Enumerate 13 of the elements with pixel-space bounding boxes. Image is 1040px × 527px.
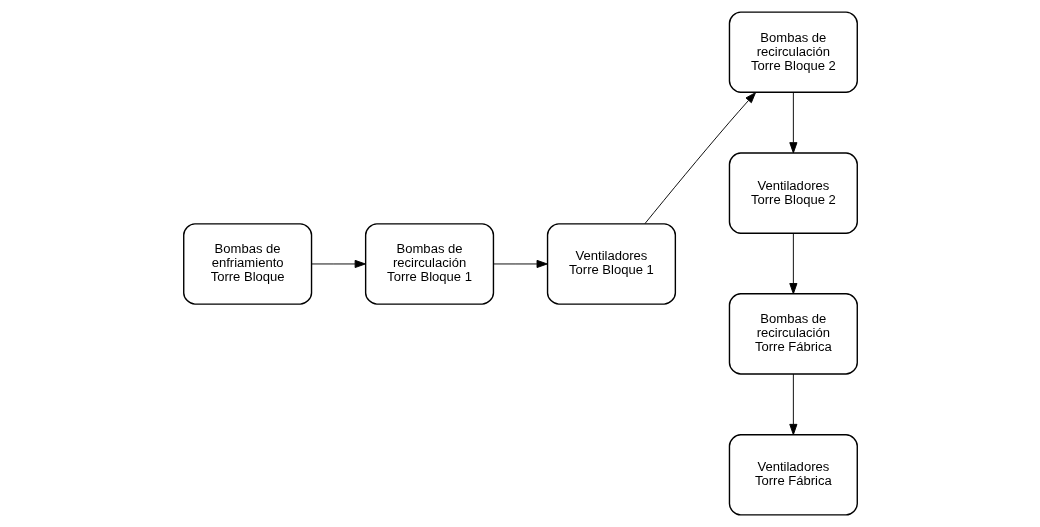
- arrow: [788, 232, 797, 295]
- node-box: Ventiladores Torre Bloque 2: [728, 152, 858, 234]
- node-box: Ventiladores Torre Fábrica: [728, 434, 858, 516]
- node-box: Bombas de recirculación Torre Bloque 1: [364, 223, 494, 305]
- node-box: Ventiladores Torre Bloque 1: [546, 223, 676, 305]
- node-box: Bombas de recirculación Torre Fábrica: [728, 293, 858, 375]
- arrow: [492, 259, 548, 269]
- arrow: [788, 373, 797, 436]
- arrow: [310, 259, 366, 269]
- node-box: Bombas de recirculación Torre Bloque 2: [728, 11, 858, 93]
- arrow: [644, 92, 756, 224]
- node-box: Bombas de enfriamiento Torre Bloque: [182, 223, 312, 305]
- arrow: [788, 91, 797, 154]
